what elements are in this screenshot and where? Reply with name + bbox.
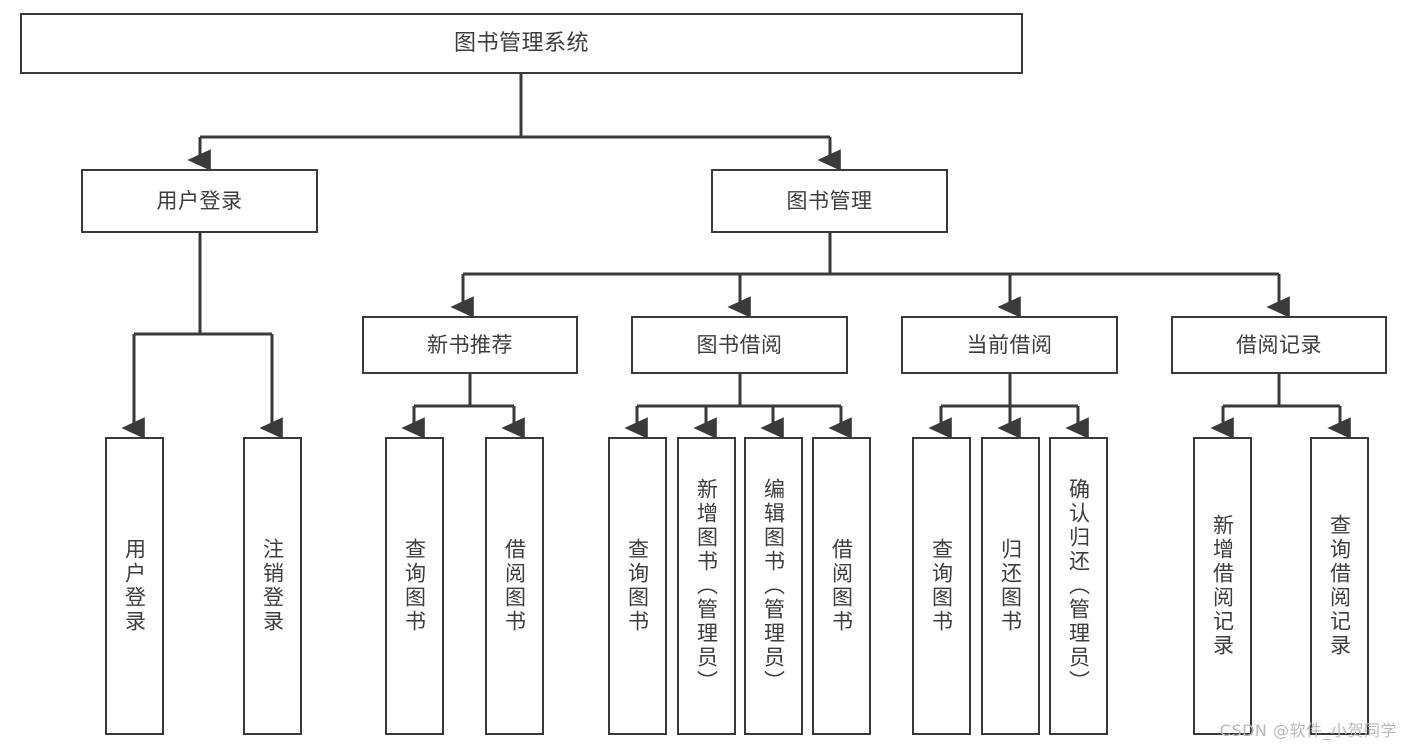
node-current-borrow[interactable]: 当前借阅 [901, 316, 1118, 374]
leaf-borrow-record-query[interactable]: 查询借阅记录 [1310, 437, 1369, 735]
leaf-book-borrow-query-label: 查询图书 [625, 538, 650, 634]
leaf-user-login-signout-label: 注销登录 [260, 538, 285, 634]
node-root-system[interactable]: 图书管理系统 [20, 13, 1023, 74]
leaf-book-borrow-edit-label: 编辑图书（管理员） [761, 478, 786, 694]
leaf-book-borrow-lend[interactable]: 借阅图书 [812, 437, 871, 735]
node-new-book-recommend-label: 新书推荐 [427, 332, 513, 357]
node-current-borrow-label: 当前借阅 [966, 332, 1053, 357]
leaf-book-borrow-edit[interactable]: 编辑图书（管理员） [744, 437, 803, 735]
node-user-login[interactable]: 用户登录 [81, 169, 318, 233]
leaf-current-borrow-confirm-return[interactable]: 确认归还（管理员） [1049, 437, 1108, 735]
leaf-user-login-signin-label: 用户登录 [122, 538, 147, 634]
node-book-management-label: 图书管理 [786, 188, 873, 213]
leaf-borrow-record-add[interactable]: 新增借阅记录 [1193, 437, 1252, 735]
leaf-current-borrow-confirm-return-label: 确认归还（管理员） [1066, 478, 1091, 694]
leaf-new-book-borrow[interactable]: 借阅图书 [485, 437, 544, 735]
node-user-login-label: 用户登录 [156, 188, 243, 213]
node-new-book-recommend[interactable]: 新书推荐 [362, 316, 578, 374]
leaf-borrow-record-add-label: 新增借阅记录 [1210, 514, 1235, 658]
leaf-book-borrow-add-label: 新增图书（管理员） [694, 478, 719, 694]
leaf-new-book-query-label: 查询图书 [402, 538, 427, 634]
node-borrow-record[interactable]: 借阅记录 [1171, 316, 1387, 374]
node-root-system-label: 图书管理系统 [453, 30, 589, 56]
leaf-book-borrow-query[interactable]: 查询图书 [608, 437, 667, 735]
leaf-book-borrow-lend-label: 借阅图书 [829, 538, 854, 634]
node-book-borrow-label: 图书借阅 [696, 332, 783, 357]
leaf-current-borrow-query-label: 查询图书 [929, 538, 954, 634]
leaf-user-login-signout[interactable]: 注销登录 [243, 437, 302, 735]
leaf-current-borrow-return-label: 归还图书 [998, 538, 1023, 634]
leaf-borrow-record-query-label: 查询借阅记录 [1327, 514, 1352, 658]
leaf-current-borrow-query[interactable]: 查询图书 [912, 437, 971, 735]
leaf-new-book-borrow-label: 借阅图书 [502, 538, 527, 634]
leaf-book-borrow-add[interactable]: 新增图书（管理员） [677, 437, 736, 735]
node-borrow-record-label: 借阅记录 [1236, 332, 1322, 357]
node-book-management[interactable]: 图书管理 [711, 169, 948, 233]
csdn-watermark: CSDN @软件_小贺同学 [1219, 721, 1397, 740]
leaf-current-borrow-return[interactable]: 归还图书 [981, 437, 1040, 735]
leaf-new-book-query[interactable]: 查询图书 [385, 437, 444, 735]
node-book-borrow[interactable]: 图书借阅 [631, 316, 848, 374]
leaf-user-login-signin[interactable]: 用户登录 [105, 437, 164, 735]
